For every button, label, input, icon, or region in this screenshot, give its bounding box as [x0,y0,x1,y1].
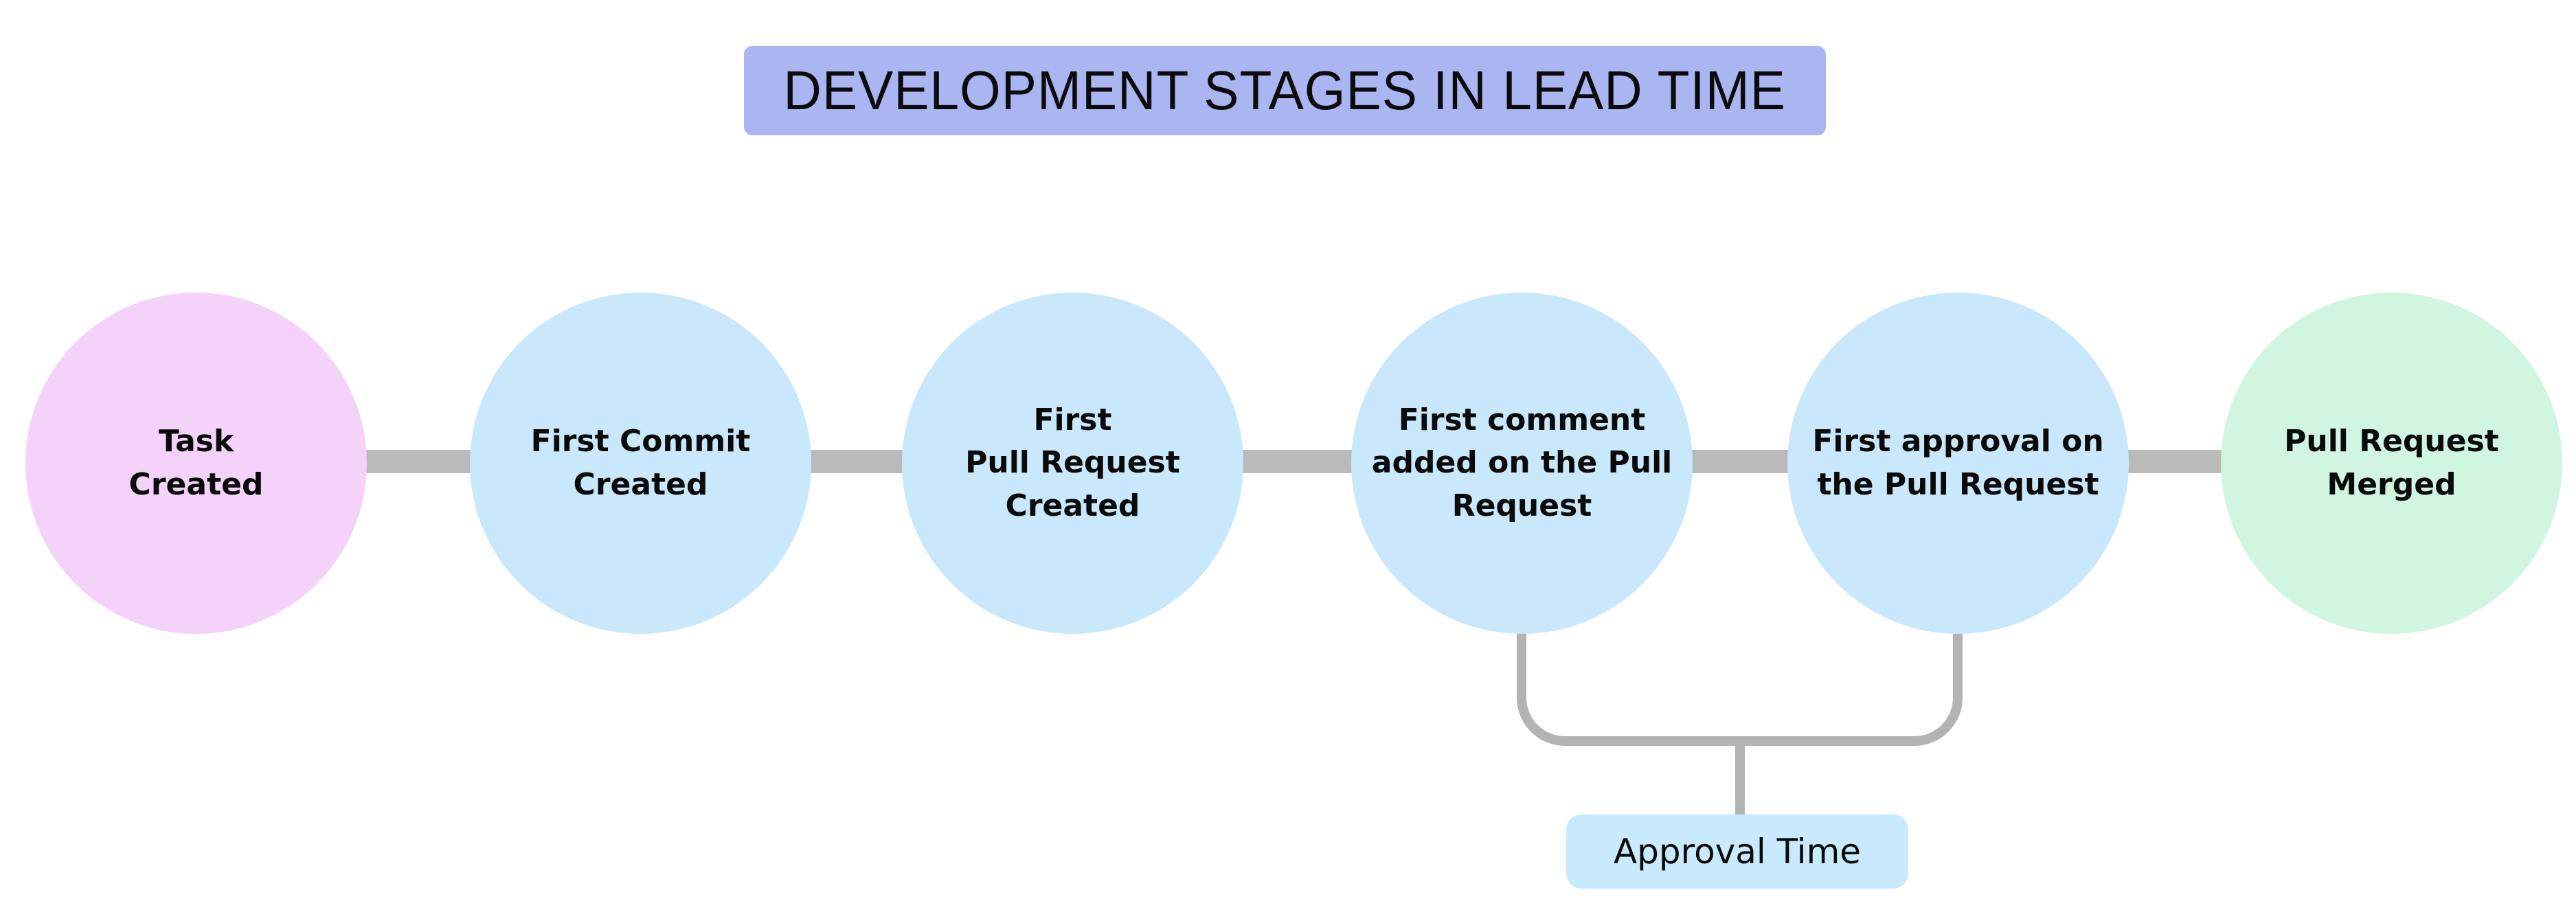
stage-label: First Commit Created [530,424,751,502]
stage-circle-first-comment-added: First comment added on the Pull Request [1351,293,1693,634]
approval-time-label: Approval Time [1613,832,1862,871]
stage-label: First approval on the Pull Request [1812,424,2104,502]
page-title: DEVELOPMENT STAGES IN LEAD TIME [783,60,1787,121]
stage-label: Task Created [128,424,264,502]
stage-circle-first-pull-request-created: First Pull Request Created [902,293,1243,634]
approval-time-bracket [1517,629,1963,746]
page-title-box: DEVELOPMENT STAGES IN LEAD TIME [744,46,1826,135]
stage-label: Pull Request Merged [2284,424,2499,502]
stage-circle-first-commit-created: First Commit Created [470,293,811,634]
approval-time-bracket-stem [1735,746,1745,816]
stage-label: First Pull Request Created [965,402,1180,523]
stage-circle-pull-request-merged: Pull Request Merged [2221,293,2562,634]
stage-circle-first-approval: First approval on the Pull Request [1787,293,2129,634]
stage-label: First comment added on the Pull Request [1371,402,1673,523]
approval-time-label-box: Approval Time [1566,814,1908,889]
stage-circle-task-created: Task Created [25,293,367,634]
